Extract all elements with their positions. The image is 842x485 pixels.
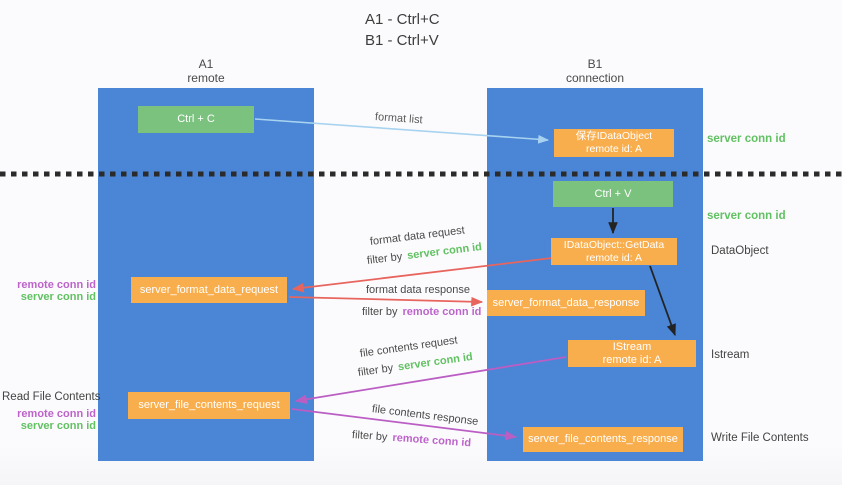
title-line-copy: A1 - Ctrl+C bbox=[365, 11, 440, 28]
filter-by-text: filter by bbox=[351, 429, 388, 444]
filter-by-text: filter by bbox=[366, 250, 403, 267]
node-getdata-line1: IDataObject::GetData bbox=[563, 238, 665, 251]
label-format-list: format list bbox=[374, 111, 423, 127]
node-server-format-data-request-label: server_format_data_request bbox=[139, 283, 279, 296]
lane-header-b1: B1 connection bbox=[487, 57, 703, 85]
node-getdata-line2: remote id: A bbox=[585, 251, 643, 264]
label-read-file-contents: Read File Contents bbox=[2, 391, 101, 403]
node-save-idataobject-line2: remote id: A bbox=[585, 143, 643, 155]
label-dataobject: DataObject bbox=[711, 245, 769, 257]
filter-by-text: filter by bbox=[362, 306, 398, 318]
node-server-format-data-request: server_format_data_request bbox=[131, 277, 287, 303]
lane-b1-name: B1 bbox=[587, 57, 603, 71]
filter-by-text: filter by bbox=[357, 362, 394, 379]
lane-a1-name: A1 bbox=[198, 57, 214, 71]
node-server-file-contents-response: server_file_contents_response bbox=[523, 427, 683, 452]
diagram-title: A1 - Ctrl+C B1 - Ctrl+V bbox=[365, 9, 440, 51]
label-istream: Istream bbox=[711, 349, 750, 361]
server-conn-id-text: server conn id bbox=[20, 420, 96, 432]
remote-conn-id-text: remote conn id bbox=[402, 306, 482, 318]
arrow-format-data-response bbox=[288, 296, 484, 307]
node-server-file-contents-request-label: server_file_contents_request bbox=[138, 399, 280, 411]
label-write-file-contents: Write File Contents bbox=[711, 432, 809, 444]
node-ctrl-c: Ctrl + C bbox=[138, 106, 254, 133]
title-line-paste: B1 - Ctrl+V bbox=[365, 32, 439, 49]
label-filter-by-remote-conn-2: filter by remote conn id bbox=[352, 429, 472, 449]
label-left-remote-conn-id-2: remote conn id server conn id bbox=[10, 408, 96, 432]
node-ctrl-c-label: Ctrl + C bbox=[177, 113, 215, 125]
label-right-server-conn-id-1: server conn id bbox=[707, 133, 786, 145]
node-istream-line1: IStream bbox=[612, 340, 652, 353]
node-istream-line2: remote id: A bbox=[602, 353, 662, 366]
node-server-format-data-response: server_format_data_response bbox=[487, 290, 645, 316]
node-server-format-data-response-label: server_format_data_response bbox=[492, 296, 640, 309]
label-filter-by-remote-conn-1: filter by remote conn id bbox=[362, 306, 481, 318]
remote-conn-id-text: remote conn id bbox=[17, 279, 96, 291]
label-file-contents-response: file contents response bbox=[371, 403, 479, 428]
label-format-data-response: format data response bbox=[366, 284, 470, 296]
node-istream: IStream remote id: A bbox=[568, 340, 696, 367]
node-ctrl-v: Ctrl + V bbox=[553, 181, 673, 207]
lane-header-a1: A1 remote bbox=[98, 57, 314, 85]
node-save-idataobject: 保存IDataObject remote id: A bbox=[554, 129, 674, 157]
node-save-idataobject-line1: 保存IDataObject bbox=[575, 130, 653, 142]
remote-conn-id-text: remote conn id bbox=[392, 431, 472, 450]
node-idataobject-getdata: IDataObject::GetData remote id: A bbox=[551, 238, 677, 265]
server-conn-id-text: server conn id bbox=[406, 240, 483, 263]
node-server-file-contents-request: server_file_contents_request bbox=[128, 392, 290, 419]
lane-b1-role: connection bbox=[565, 71, 625, 85]
label-left-remote-conn-id-1: remote conn id server conn id bbox=[10, 279, 96, 303]
label-right-server-conn-id-2: server conn id bbox=[707, 210, 786, 222]
server-conn-id-text: server conn id bbox=[397, 350, 474, 374]
remote-conn-id-text: remote conn id bbox=[17, 408, 96, 420]
lane-a1-role: remote bbox=[187, 71, 225, 85]
server-conn-id-text: server conn id bbox=[20, 291, 96, 303]
node-ctrl-v-label: Ctrl + V bbox=[594, 187, 632, 200]
node-server-file-contents-response-label: server_file_contents_response bbox=[528, 433, 678, 445]
